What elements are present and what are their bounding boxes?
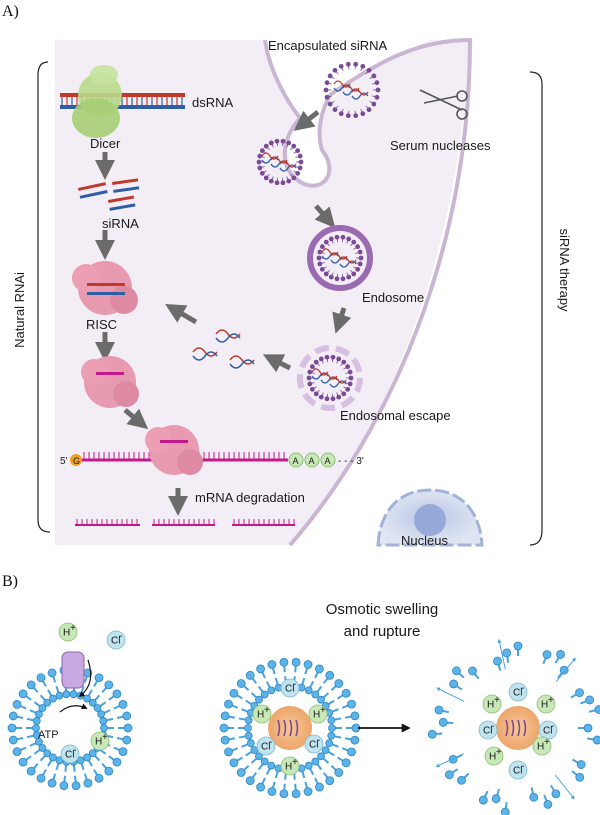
endosome (307, 225, 373, 291)
svg-text:+: + (496, 747, 502, 758)
svg-text:+: + (548, 695, 554, 706)
arrow-release (262, 354, 292, 373)
sirna-therapy-bracket (529, 71, 543, 546)
encapsulated-label: Encapsulated siRNA (268, 38, 388, 53)
svg-text:H: H (541, 700, 548, 711)
svg-text:-: - (119, 631, 122, 642)
nucleus (376, 488, 484, 547)
svg-text:+: + (544, 737, 550, 748)
svg-text:-: - (551, 721, 554, 732)
risc-on-mrna (145, 425, 203, 475)
sirna-therapy-label: siRNA therapy (557, 228, 572, 312)
svg-text:+: + (292, 757, 298, 768)
natural-rnai-label: Natural RNAi (12, 272, 27, 348)
risc-complex-active (81, 356, 139, 408)
osmotic-title-line1: Osmotic swelling (326, 601, 439, 618)
osmotic-title-line2: and rupture (344, 623, 421, 640)
dsrna-label: dsRNA (192, 95, 234, 110)
five-prime-label: 5' (60, 456, 68, 467)
cap-label: G (73, 456, 80, 466)
svg-text:-: - (491, 721, 494, 732)
endosome-cargo (316, 234, 364, 282)
atp-label: ATP (38, 729, 59, 741)
svg-text:Cl: Cl (285, 684, 294, 695)
arrow-to-risc (165, 303, 198, 325)
dicer-label: Dicer (90, 136, 121, 151)
poly-a-tail: A A A (288, 452, 336, 468)
svg-text:-: - (521, 683, 524, 694)
mrna-fragments (75, 519, 295, 526)
mrna-degradation-label: mRNA degradation (195, 490, 305, 505)
svg-text:H: H (285, 762, 292, 773)
svg-text:Cl: Cl (111, 636, 120, 647)
svg-text:H: H (487, 700, 494, 711)
svg-text:+: + (494, 695, 500, 706)
svg-text:Cl: Cl (65, 750, 74, 761)
svg-text:Cl: Cl (309, 740, 318, 751)
svg-text:H: H (257, 710, 264, 721)
endosomal-escape-label: Endosomal escape (340, 408, 451, 423)
svg-text:-: - (293, 679, 296, 690)
svg-text:H: H (537, 742, 544, 753)
svg-text:-: - (521, 761, 524, 772)
ruptured-endosome (297, 345, 363, 411)
arrow-to-endosome (314, 204, 336, 229)
svg-text:-: - (317, 735, 320, 746)
svg-text:Cl: Cl (513, 688, 522, 699)
endosome-label: Endosome (362, 290, 424, 305)
sirna-duplexes (78, 178, 140, 211)
risc-complex-loaded (72, 261, 138, 315)
panel-a-label: A) (2, 3, 19, 20)
three-prime-label: - - - 3' (338, 456, 364, 467)
poly-a-3: A (325, 456, 331, 466)
natural-rnai-bracket (37, 61, 51, 533)
ruptured-vesicle: Cl-H+H+Cl-Cl-H+H+Cl- (427, 638, 600, 815)
svg-text:-: - (269, 737, 272, 748)
svg-text:H: H (63, 628, 70, 639)
svg-text:H: H (313, 710, 320, 721)
dicer-enzyme (72, 65, 122, 138)
panel-b-label: B) (2, 573, 18, 590)
released-sirna (192, 329, 255, 369)
nucleus-label: Nucleus (401, 533, 448, 548)
svg-text:Cl: Cl (483, 726, 492, 737)
svg-text:Cl: Cl (261, 742, 270, 753)
arrow-risc-mrna (123, 408, 149, 430)
escape-cargo (306, 354, 354, 402)
risc-label: RISC (86, 317, 117, 332)
svg-text:Cl: Cl (513, 766, 522, 777)
cell (55, 37, 473, 547)
swollen-endosome: Cl-H+H+Cl-Cl-H+ (219, 657, 361, 799)
svg-text:+: + (264, 705, 270, 716)
svg-text:H: H (95, 737, 102, 748)
svg-text:-: - (73, 745, 76, 756)
lipid-nanoparticle (323, 61, 381, 119)
internalized-nanoparticle (256, 138, 304, 186)
serum-nucleases-label: Serum nucleases (390, 138, 491, 153)
svg-text:+: + (320, 705, 326, 716)
svg-text:+: + (70, 623, 76, 634)
arrow-to-escape (332, 307, 352, 334)
svg-text:Cl: Cl (543, 726, 552, 737)
arrow-lnp-cell (293, 110, 320, 131)
scissors-icon (419, 89, 468, 120)
svg-text:H: H (489, 752, 496, 763)
poly-a-2: A (309, 456, 315, 466)
poly-a-1: A (293, 456, 299, 466)
sirna-label: siRNA (102, 216, 139, 231)
svg-text:+: + (102, 732, 108, 743)
cap-circle (70, 454, 82, 466)
